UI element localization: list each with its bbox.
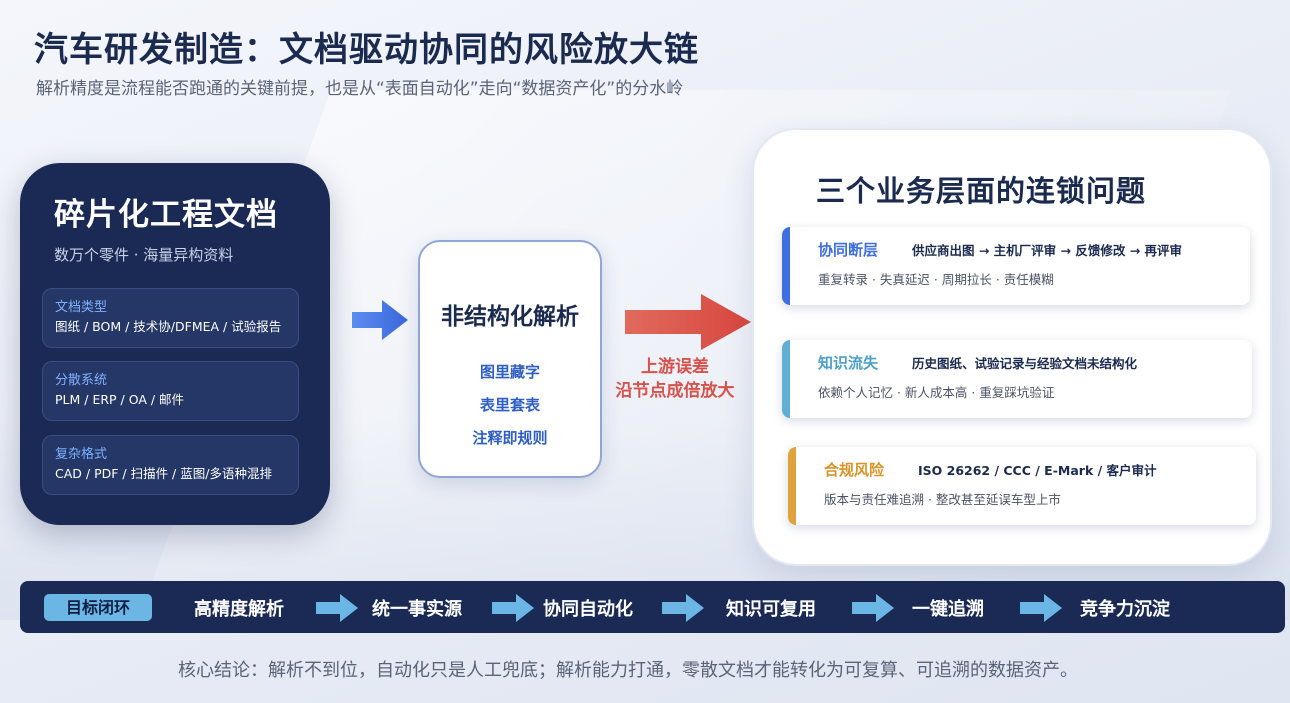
page-subtitle: 解析精度是流程能否跑通的关键前提，也是从“表面自动化”走向“数据资产化”的分水岭	[36, 79, 684, 99]
goal-loop-strip: 目标闭环 高精度解析 统一事实源 协同自动化 知识可复用 一键追溯 竞争力沉淀	[20, 581, 1285, 633]
left-panel-title: 碎片化工程文档	[54, 197, 278, 233]
card-description: 重复转录 · 失真延迟 · 周期拉长 · 责任模糊	[818, 272, 1054, 287]
error-amplification-caption: 上游误差 沿节点成倍放大	[600, 355, 750, 403]
card-description: 依赖个人记忆 · 新人成本高 · 重复踩坑验证	[818, 385, 1055, 400]
red-caption-line-1: 上游误差	[641, 357, 709, 377]
mid-item-2: 表里套表	[479, 396, 540, 414]
formats-card: 复杂格式 CAD / PDF / 扫描件 / 蓝图/多语种混排	[42, 435, 299, 495]
step-4: 知识可复用	[726, 599, 816, 620]
chain-issues-panel: 三个业务层面的连锁问题 协同断层 供应商出图 → 主机厂评审 → 反馈修改 → …	[752, 128, 1272, 566]
systems-body: PLM / ERP / OA / 邮件	[55, 392, 185, 407]
mid-item-1: 图里藏字	[479, 363, 540, 381]
card-headline: ISO 26262 / CCC / E-Mark / 客户审计	[918, 463, 1157, 478]
goal-loop-badge: 目标闭环	[44, 594, 152, 621]
formats-label: 复杂格式	[55, 447, 108, 462]
step-6: 竞争力沉淀	[1080, 599, 1170, 620]
core-conclusion: 核心结论：解析不到位，自动化只是人工兜底；解析能力打通，零散文档才能转化为可复算…	[178, 660, 1078, 681]
card-headline: 历史图纸、试验记录与经验文档未结构化	[912, 356, 1138, 371]
card-accent-bar	[782, 340, 790, 418]
blue-arrow-icon	[352, 300, 408, 340]
card-headline: 供应商出图 → 主机厂评审 → 反馈修改 → 再评审	[912, 243, 1183, 258]
mid-card-title: 非结构化解析	[441, 304, 579, 330]
red-arrow-icon	[625, 294, 751, 350]
compliance-risk-card: 合规风险 ISO 26262 / CCC / E-Mark / 客户审计 版本与…	[788, 447, 1256, 525]
red-caption-line-2: 沿节点成倍放大	[615, 381, 735, 401]
doc-types-body: 图纸 / BOM / 技术协/DFMEA / 试验报告	[55, 319, 282, 334]
step-arrow-icon	[316, 594, 358, 622]
step-arrow-icon	[1020, 594, 1062, 622]
left-panel-subtitle: 数万个零件 · 海量异构资料	[54, 246, 234, 264]
systems-label: 分散系统	[55, 373, 108, 388]
step-arrow-icon	[492, 594, 534, 622]
doc-types-label: 文档类型	[55, 300, 108, 315]
step-arrow-icon	[852, 594, 894, 622]
card-name: 合规风险	[824, 461, 885, 479]
step-1: 高精度解析	[194, 599, 284, 620]
step-arrow-icon	[662, 594, 704, 622]
card-accent-bar	[782, 227, 790, 305]
knowledge-loss-card: 知识流失 历史图纸、试验记录与经验文档未结构化 依赖个人记忆 · 新人成本高 ·…	[782, 340, 1252, 418]
card-name: 协同断层	[818, 241, 879, 259]
collaboration-gap-card: 协同断层 供应商出图 → 主机厂评审 → 反馈修改 → 再评审 重复转录 · 失…	[782, 227, 1250, 305]
unstructured-parsing-card: 非结构化解析 图里藏字 表里套表 注释即规则	[418, 240, 602, 478]
page-title: 汽车研发制造：文档驱动协同的风险放大链	[34, 30, 699, 70]
systems-card: 分散系统 PLM / ERP / OA / 邮件	[42, 361, 299, 421]
right-panel-title: 三个业务层面的连锁问题	[816, 174, 1147, 208]
step-3: 协同自动化	[543, 599, 633, 620]
mid-item-3: 注释即规则	[472, 429, 548, 447]
step-2: 统一事实源	[372, 599, 462, 620]
card-description: 版本与责任难追溯 · 整改甚至延误车型上市	[824, 492, 1061, 507]
card-accent-bar	[788, 447, 796, 525]
card-name: 知识流失	[818, 354, 879, 372]
doc-types-card: 文档类型 图纸 / BOM / 技术协/DFMEA / 试验报告	[42, 288, 299, 348]
formats-body: CAD / PDF / 扫描件 / 蓝图/多语种混排	[55, 466, 272, 481]
step-5: 一键追溯	[912, 599, 984, 620]
fragmented-docs-panel: 碎片化工程文档 数万个零件 · 海量异构资料 文档类型 图纸 / BOM / 技…	[20, 163, 330, 525]
